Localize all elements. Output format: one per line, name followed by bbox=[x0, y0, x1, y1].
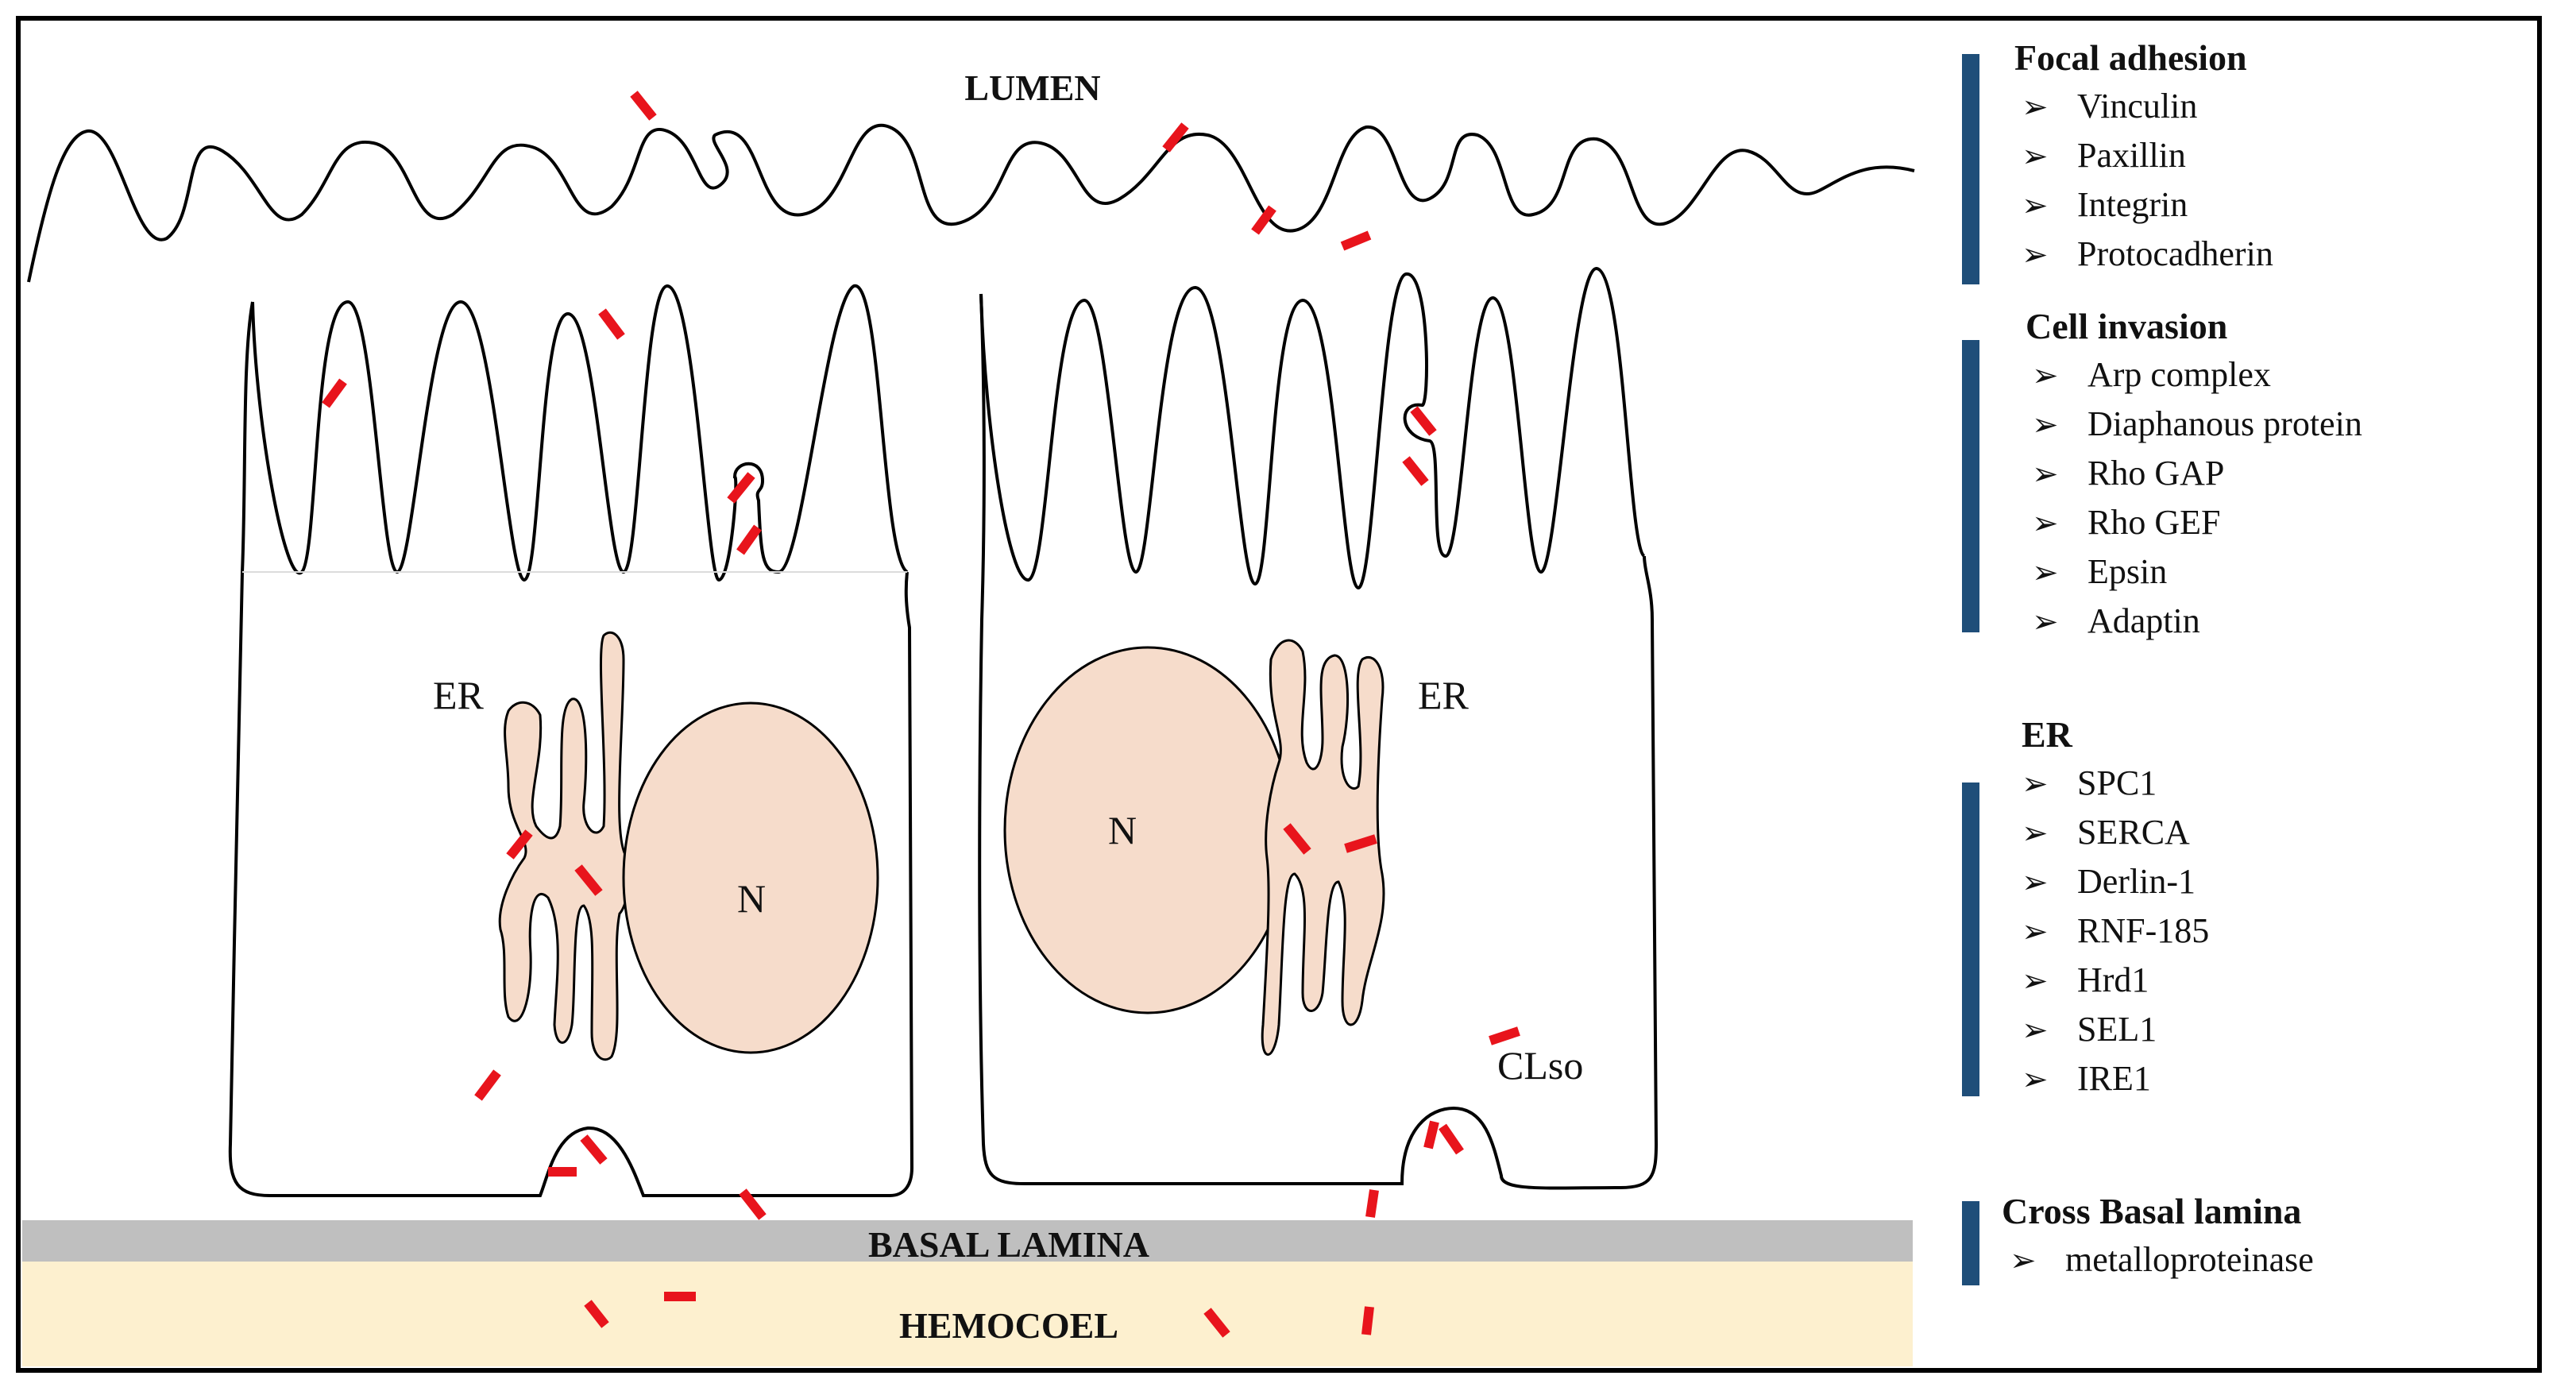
legend-bar-cross-basal-lamina bbox=[1962, 1201, 1979, 1285]
right-nucleus bbox=[1003, 646, 1292, 1014]
legend-title-cell-invasion: Cell invasion bbox=[2026, 306, 2228, 346]
left-er-shape bbox=[498, 631, 632, 1061]
legend-item: ➢Derlin-1 bbox=[2022, 862, 2196, 901]
arrow-bullet-icon: ➢ bbox=[2022, 766, 2049, 802]
bacterium bbox=[1340, 230, 1372, 251]
arrow-bullet-icon: ➢ bbox=[2022, 864, 2049, 901]
bacterium bbox=[1203, 1308, 1230, 1338]
bacterium bbox=[322, 378, 347, 408]
arrow-bullet-icon: ➢ bbox=[2022, 914, 2049, 950]
left-nucleus bbox=[622, 701, 879, 1054]
bacterium bbox=[1162, 122, 1189, 153]
bacterium bbox=[1489, 1026, 1520, 1045]
bacterium bbox=[1283, 823, 1311, 855]
bacterium bbox=[580, 1134, 608, 1165]
bacterium bbox=[736, 524, 762, 555]
er-label-right: ER bbox=[1418, 673, 1470, 717]
legend-item: ➢Hrd1 bbox=[2022, 960, 2149, 999]
legend-item: ➢Rho GEF bbox=[2032, 503, 2221, 542]
right-er-shape bbox=[1261, 639, 1385, 1056]
bacterium bbox=[1344, 834, 1377, 853]
bacterium bbox=[739, 1188, 767, 1220]
hemocoel-label: HEMOCOEL bbox=[899, 1305, 1118, 1346]
bacterium bbox=[1365, 1189, 1379, 1218]
arrow-bullet-icon: ➢ bbox=[2022, 187, 2049, 224]
basal-lamina-band bbox=[22, 1220, 1913, 1262]
arrow-bullet-icon: ➢ bbox=[2022, 963, 2049, 999]
legend-item: ➢Adaptin bbox=[2032, 601, 2200, 640]
legend-bar-focal-adhesion bbox=[1962, 54, 1979, 284]
figure-frame bbox=[16, 16, 2542, 1373]
legend-item: ➢Diaphanous protein bbox=[2032, 404, 2362, 443]
left-cell-membrane bbox=[228, 301, 914, 1197]
legend-item: ➢Arp complex bbox=[2032, 355, 2271, 394]
clso-label: CLso bbox=[1497, 1043, 1583, 1088]
arrow-bullet-icon: ➢ bbox=[2032, 407, 2059, 443]
lumen-membrane bbox=[27, 123, 1915, 283]
legend-item: ➢SEL1 bbox=[2022, 1010, 2157, 1049]
bacterium bbox=[1402, 456, 1429, 486]
bacterium bbox=[1423, 1120, 1439, 1150]
legend-item: ➢metalloproteinase bbox=[2010, 1240, 2314, 1279]
arrow-bullet-icon: ➢ bbox=[2032, 357, 2059, 394]
bacterium bbox=[474, 1069, 501, 1101]
legend-bar-cell-invasion bbox=[1962, 340, 1979, 632]
arrow-bullet-icon: ➢ bbox=[2032, 555, 2059, 591]
bacterium bbox=[574, 864, 603, 896]
arrow-bullet-icon: ➢ bbox=[2022, 138, 2049, 175]
bacterium bbox=[1361, 1306, 1374, 1335]
arrow-bullet-icon: ➢ bbox=[2022, 237, 2049, 273]
er-label-left: ER bbox=[433, 673, 485, 717]
legend-item: ➢Vinculin bbox=[2022, 87, 2198, 126]
legend-title-er: ER bbox=[2022, 714, 2072, 755]
right-cell-microvilli bbox=[979, 266, 1646, 590]
arrow-bullet-icon: ➢ bbox=[2022, 1061, 2049, 1098]
arrow-bullet-icon: ➢ bbox=[2032, 604, 2059, 640]
bacterium bbox=[584, 1300, 609, 1328]
nucleus-label-left: N bbox=[737, 876, 766, 921]
left-cell-microvilli bbox=[251, 284, 909, 582]
bacterium bbox=[727, 472, 755, 504]
arrow-bullet-icon: ➢ bbox=[2022, 815, 2049, 852]
bacterium bbox=[598, 308, 625, 340]
legend-item: ➢Protocadherin bbox=[2022, 234, 2273, 273]
nucleus-label-right: N bbox=[1108, 808, 1137, 852]
lumen-label: LUMEN bbox=[964, 68, 1100, 108]
arrow-bullet-icon: ➢ bbox=[2022, 89, 2049, 126]
legend-item: ➢Paxillin bbox=[2022, 136, 2186, 175]
right-cell-membrane bbox=[978, 293, 1659, 1190]
bacteria-markers bbox=[322, 91, 1520, 1338]
legend-title-focal-adhesion: Focal adhesion bbox=[2014, 37, 2247, 78]
legend-bar-er bbox=[1962, 783, 1979, 1096]
legend-item: ➢RNF-185 bbox=[2022, 911, 2210, 950]
arrow-bullet-icon: ➢ bbox=[2032, 456, 2059, 493]
legend-item: ➢Epsin bbox=[2032, 552, 2168, 591]
legend-item: ➢SPC1 bbox=[2022, 763, 2157, 802]
bacterium bbox=[630, 91, 657, 121]
bacterium bbox=[1410, 406, 1437, 436]
arrow-bullet-icon: ➢ bbox=[2022, 1012, 2049, 1049]
legend-title-cross-basal-lamina: Cross Basal lamina bbox=[2002, 1191, 2302, 1231]
arrow-bullet-icon: ➢ bbox=[2032, 505, 2059, 542]
legend-item: ➢IRE1 bbox=[2022, 1059, 2151, 1098]
legend-item: ➢Rho GAP bbox=[2032, 454, 2225, 493]
hemocoel-region bbox=[22, 1255, 1913, 1366]
bacterium bbox=[1439, 1123, 1464, 1155]
bacterium bbox=[506, 829, 533, 860]
legend-item: ➢Integrin bbox=[2022, 185, 2188, 224]
bacterium bbox=[1251, 205, 1276, 235]
basal-lamina-label: BASAL LAMINA bbox=[868, 1224, 1149, 1265]
legend-item: ➢SERCA bbox=[2022, 813, 2190, 852]
arrow-bullet-icon: ➢ bbox=[2010, 1242, 2037, 1279]
